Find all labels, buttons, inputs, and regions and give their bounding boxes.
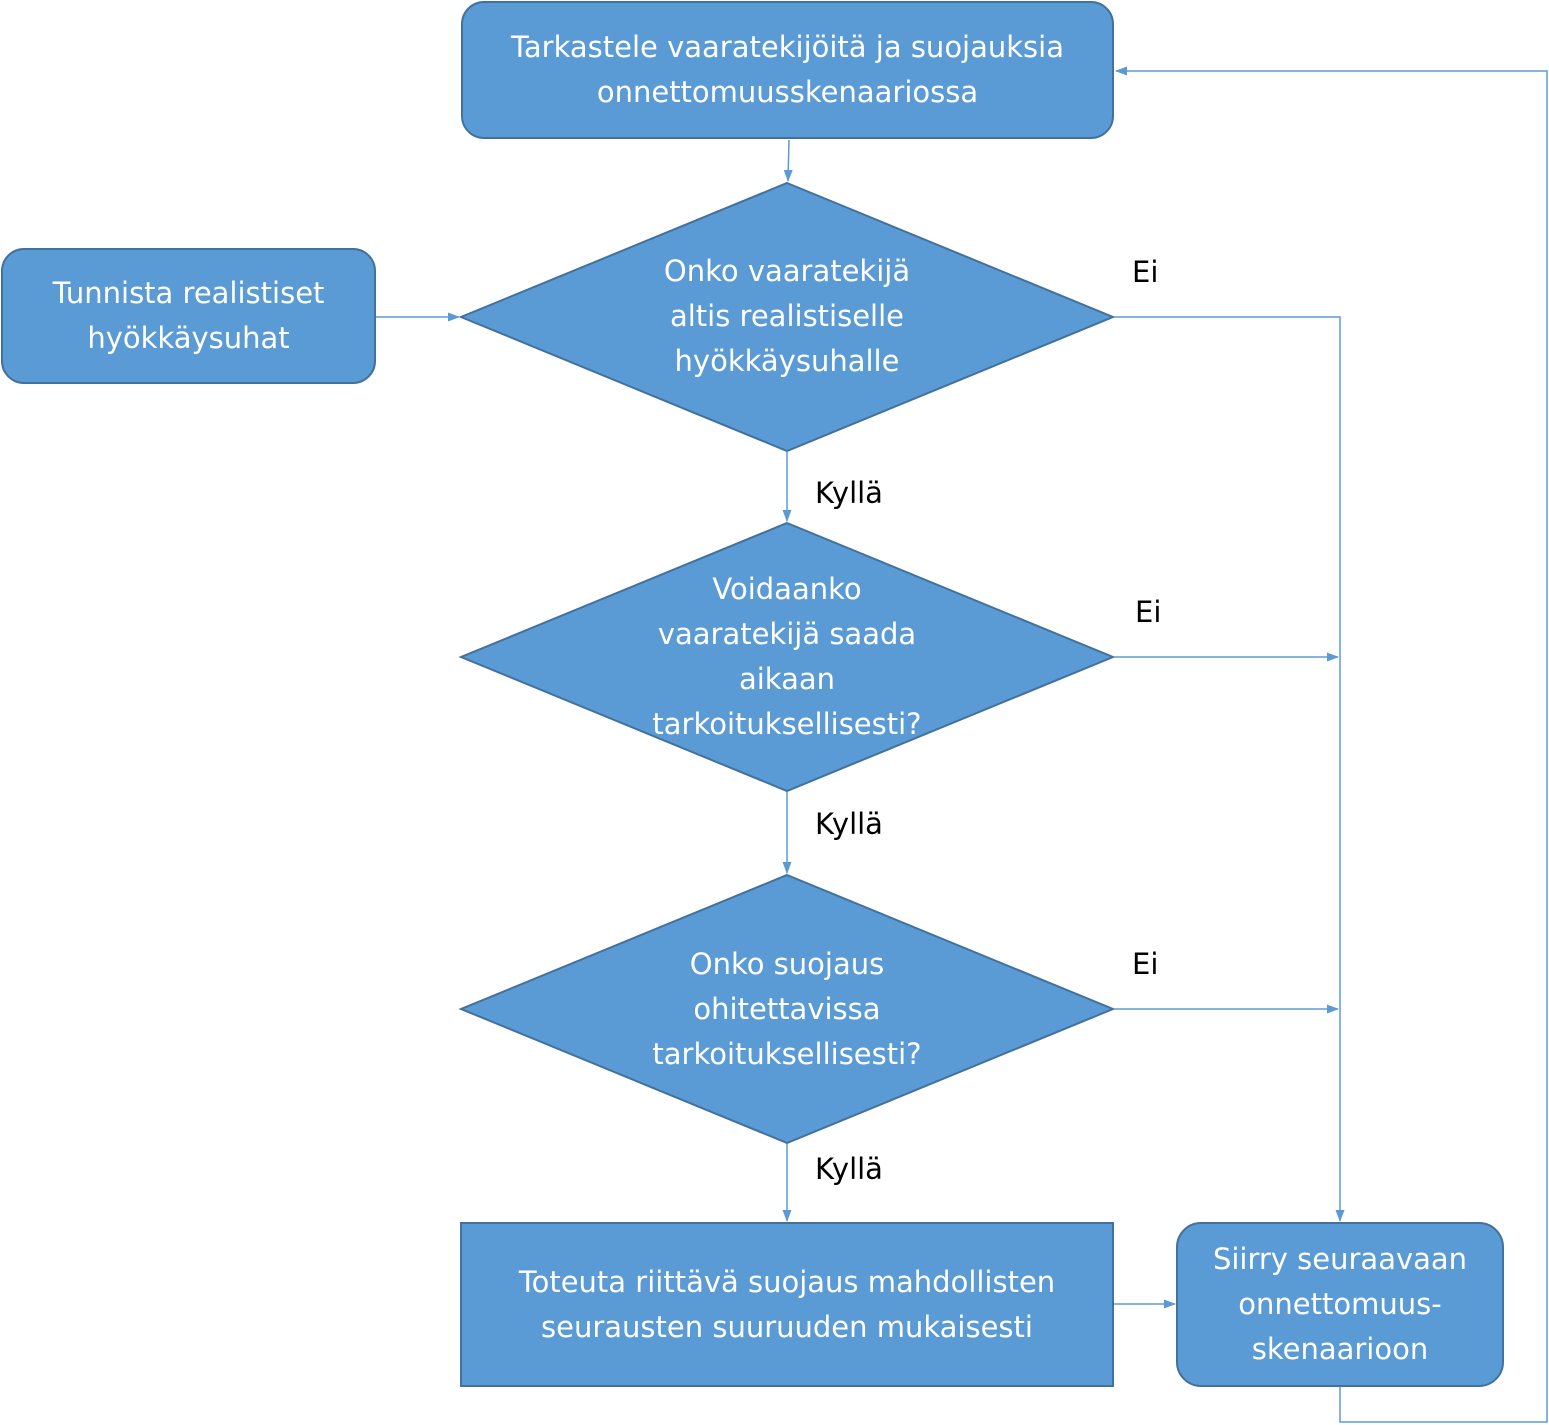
connector-decision1-no [1114,316,1345,1222]
connector-review-to-decision1 [783,139,793,182]
edge-label-yes-1: Kyllä [815,476,883,510]
identify-threats-box [1,248,376,384]
decision-3-diamond [458,873,1116,1145]
implement-box [460,1222,1114,1387]
next-scenario-label: Siirry seuraavaan onnettomuus- skenaario… [1212,1242,1468,1366]
identify-threats-label: Tunnista realistiset hyökkäysuhat [52,276,325,355]
decision-3-label: Onko suojaus ohitettavissa tarkoituksell… [652,946,922,1071]
review-label: Tarkastele vaaratekijöitä ja suojauksia … [511,30,1064,109]
decision-1-diamond [458,181,1116,453]
decision-2-diamond [458,521,1116,793]
edge-label-no-3: Ei [1132,947,1159,981]
decision-1-label: Onko vaaratekijä altis realistiselle hyö… [663,254,911,378]
edge-label-no-2: Ei [1135,595,1162,629]
edge-label-yes-3: Kyllä [815,1152,883,1186]
connector-loop-back [1115,66,1548,1423]
review-box [461,1,1114,139]
next-scenario-box [1176,1222,1504,1387]
edge-label-no-1: Ei [1132,255,1159,289]
decision-2-label: Voidaanko vaaratekijä saada aikaan tarko… [652,572,922,741]
implement-label: Toteuta riittävä suojaus mahdollisten se… [518,1264,1056,1344]
edge-label-yes-2: Kyllä [815,807,883,841]
